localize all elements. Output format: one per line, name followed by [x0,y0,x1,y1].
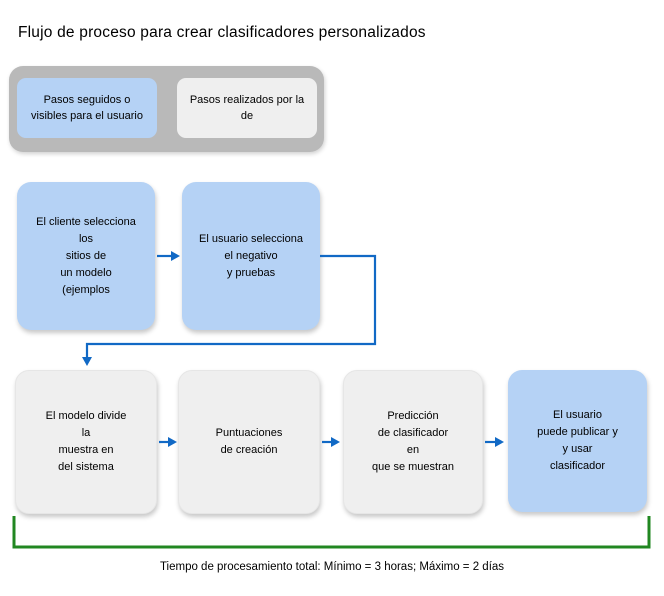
arrow-right-icon [159,437,177,447]
page-title: Flujo de proceso para crear clasificador… [18,24,426,41]
total-time-bracket [12,516,651,549]
arrow-right-icon [157,251,180,261]
arrow-right-icon [322,437,340,447]
total-processing-time-caption: Tiempo de procesamiento total: Mínimo = … [159,561,505,573]
arrow-right-icon [485,437,504,447]
